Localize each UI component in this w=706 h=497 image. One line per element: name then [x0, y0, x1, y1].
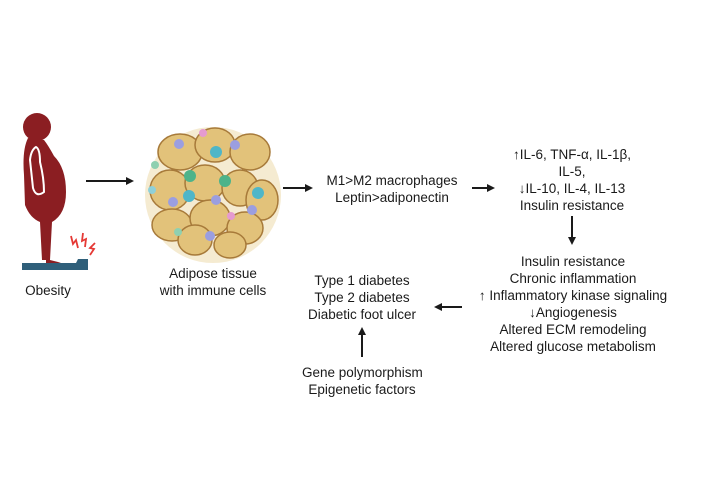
- effect-line: ↓Angiogenesis: [529, 305, 617, 320]
- obesity-text: Obesity: [25, 283, 71, 298]
- outcome-line: Type 2 diabetes: [314, 290, 410, 305]
- adipose-line: with immune cells: [159, 283, 267, 298]
- label-effects: Insulin resistance Chronic inflammation …: [466, 253, 680, 355]
- spark-icon: [70, 232, 96, 256]
- macrophage-line: M1>M2 macrophages: [326, 173, 458, 188]
- outcome-line: Type 1 diabetes: [314, 273, 410, 288]
- label-outcomes: Type 1 diabetes Type 2 diabetes Diabetic…: [297, 272, 427, 323]
- arrow-genetics-to-outcomes: [358, 327, 366, 357]
- arrow-macrophages-to-cytokines: [472, 184, 495, 192]
- cytokine-line: IL-5,: [558, 164, 586, 179]
- genetics-line: Gene polymorphism: [302, 365, 423, 380]
- effect-line: Insulin resistance: [520, 254, 626, 269]
- effect-line: Chronic inflammation: [509, 271, 637, 286]
- adipose-line: Adipose tissue: [169, 266, 257, 281]
- arrow-cytokines-to-effects: [568, 216, 576, 245]
- label-genetics: Gene polymorphism Epigenetic factors: [302, 364, 423, 398]
- arrow-adipose-to-macrophages: [283, 184, 313, 192]
- effect-line: ↑ Inflammatory kinase signaling: [478, 288, 668, 303]
- genetics-line: Epigenetic factors: [308, 382, 416, 397]
- obesity-person-icon: [23, 113, 66, 268]
- label-cytokines: ↑IL-6, TNF-α, IL-1β, IL-5, ↓IL-10, IL-4,…: [497, 146, 647, 214]
- cytokine-line: Insulin resistance: [519, 198, 625, 213]
- cytokine-line: ↑IL-6, TNF-α, IL-1β,: [512, 147, 632, 162]
- adipose-tissue-icon: [145, 127, 281, 263]
- cytokine-line: ↓IL-10, IL-4, IL-13: [518, 181, 626, 196]
- scale-icon: [22, 259, 88, 270]
- outcome-line: Diabetic foot ulcer: [307, 307, 417, 322]
- arrow-effects-to-outcomes: [434, 303, 462, 311]
- effect-line: Altered glucose metabolism: [490, 339, 656, 354]
- effect-line: Altered ECM remodeling: [499, 322, 647, 337]
- label-macrophages: M1>M2 macrophages Leptin>adiponectin: [312, 172, 472, 206]
- arrow-obesity-to-adipose: [86, 177, 134, 185]
- label-adipose-tissue: Adipose tissue with immune cells: [143, 265, 283, 299]
- label-obesity: Obesity: [18, 282, 78, 299]
- macrophage-line: Leptin>adiponectin: [335, 190, 449, 205]
